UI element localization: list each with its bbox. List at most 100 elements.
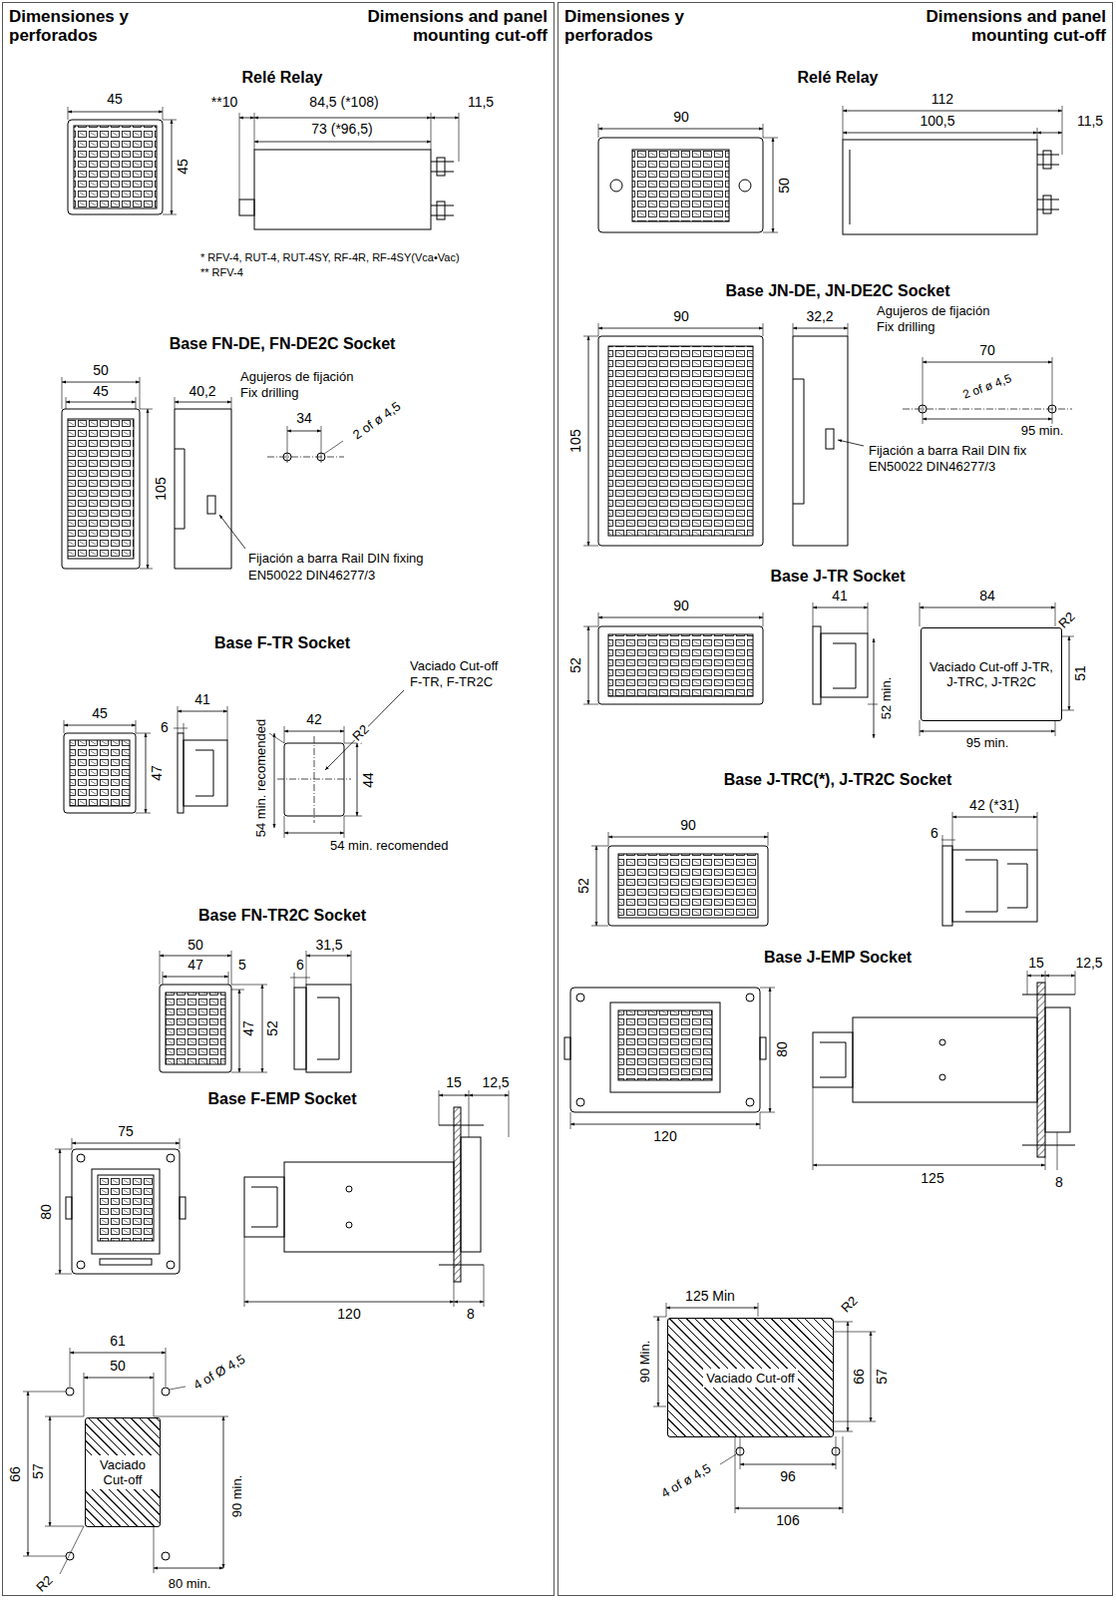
dimension-label: 15	[444, 1075, 463, 1091]
dimension-label: 45	[91, 383, 110, 399]
dimension-label: 47	[149, 763, 165, 782]
dimension-label: 73 (*96,5)	[310, 121, 373, 137]
relay-front-view	[598, 123, 778, 233]
section-title: Base FN-DE, FN-DE2C Socket	[168, 335, 397, 354]
dimension-label: 100,5	[918, 113, 956, 129]
section-title: Base F-TR Socket	[213, 634, 352, 653]
dimension-label: 125	[919, 1170, 945, 1186]
dimension-label: 47	[241, 1019, 257, 1038]
dimension-label: 50	[108, 1358, 127, 1374]
dimension-label: F-TR, F-TR2C	[408, 675, 494, 690]
dimension-label: 80	[774, 1040, 790, 1059]
dimension-label: 96	[778, 1469, 797, 1485]
dimension-label: 84	[978, 588, 997, 604]
fn-tr2c-socket	[159, 950, 352, 1073]
dimension-label: R2	[837, 1292, 861, 1316]
dimension-label: 90 Min.	[638, 1339, 653, 1385]
dimension-label: 34	[295, 410, 314, 426]
dimension-label: 47	[186, 957, 205, 973]
dimension-label: 105	[153, 475, 169, 501]
dimension-label: 57	[874, 1367, 890, 1386]
jn-de-socket	[583, 323, 1073, 546]
dimension-label: 54 min. recomended	[254, 718, 269, 839]
dimension-label: 6	[159, 720, 170, 736]
cutout-label: Vaciado Cut-off J-TR, J-TRC, J-TR2C	[921, 657, 1062, 692]
fn-de-socket	[61, 376, 345, 569]
dimension-label: 8	[465, 1306, 476, 1322]
dimension-label: 12,5	[480, 1075, 510, 1091]
dimension-label: 120	[652, 1128, 678, 1144]
dimension-label: 52	[568, 656, 584, 675]
dimension-label: 90	[672, 598, 691, 614]
dimension-label: 50	[776, 176, 792, 195]
dimension-label: 6	[929, 825, 940, 841]
dimension-label: **10	[210, 94, 239, 110]
dimension-label: 51	[1073, 664, 1089, 683]
dimension-label: 57	[30, 1462, 46, 1481]
dimension-label: 105	[568, 427, 584, 453]
footnote: * RFV-4, RUT-4, RUT-4SY, RF-4R, RF-4SY(V…	[199, 251, 461, 264]
dimension-label: Fix drilling	[875, 320, 937, 335]
section-title: Base F-EMP Socket	[206, 1090, 358, 1109]
relay-front-view	[67, 106, 177, 215]
panel-heading-es: Dimensiones y perforados	[8, 6, 149, 45]
dimension-label: Agujeros de fijación	[875, 304, 991, 319]
dimension-label: 90	[672, 109, 691, 125]
cutout-box: Vaciado Cut-off	[84, 1417, 161, 1527]
panel-heading-en: Dimensions and panel mounting cut-off	[896, 6, 1107, 45]
section-title: Relé Relay	[796, 68, 880, 87]
dimension-label: 8	[1054, 1174, 1065, 1190]
dimension-label: 2 of ø 4,5	[960, 372, 1015, 402]
dimension-label: 80 min.	[167, 1576, 213, 1591]
dimension-label: 112	[930, 91, 955, 107]
dimension-label: 44	[361, 770, 376, 789]
dimension-label: 11,5	[1076, 113, 1105, 129]
dimension-label: 41	[830, 588, 849, 604]
panel-heading-en: Dimensions and panel mounting cut-off	[338, 6, 548, 45]
dimension-label: 84,5 (*108)	[308, 94, 379, 110]
dimension-label: 66	[851, 1367, 867, 1386]
dimension-label: 95 min.	[965, 736, 1011, 750]
cutout-box: Vaciado Cut-off	[667, 1317, 834, 1438]
dimension-label: 125 Min	[684, 1288, 737, 1304]
dimension-label: 2 of ø 4,5	[350, 398, 405, 443]
j-emp-socket	[564, 970, 1076, 1513]
section-title: Base J-EMP Socket	[762, 948, 913, 967]
dimension-label: Fijación a barra Rail DIN fix	[867, 443, 1028, 458]
dimension-label: 45	[105, 91, 124, 107]
dimension-label: 6	[295, 957, 306, 973]
dimension-label: 50	[91, 363, 110, 378]
dimension-label: 42 (*31)	[968, 797, 1021, 813]
dimension-label: 61	[108, 1333, 127, 1349]
dimension-label: 11,5	[466, 94, 495, 110]
section-title: Base JN-DE, JN-DE2C Socket	[725, 282, 952, 301]
dimension-label: 90	[679, 817, 698, 833]
dimension-label: 32,2	[804, 309, 834, 325]
section-title: Relé Relay	[241, 68, 325, 87]
dimension-label: 75	[116, 1123, 135, 1139]
dimension-label: 95 min.	[1020, 423, 1066, 438]
dimension-label: 52	[576, 876, 592, 895]
dimension-label: Fijación a barra Rail DIN fixing	[247, 551, 425, 566]
j-tr-socket	[583, 602, 1075, 739]
dimension-label: 70	[978, 343, 997, 359]
dimension-label: R2	[1055, 608, 1079, 632]
dimension-label: R2	[349, 721, 372, 744]
dimension-label: 90 min.	[230, 1474, 245, 1519]
dimension-label: 12,5	[1074, 955, 1104, 971]
section-title: Base J-TR Socket	[768, 567, 906, 586]
dimension-label: Fix drilling	[239, 385, 301, 400]
dimension-label: 66	[7, 1465, 23, 1484]
dimension-label: 90	[672, 309, 691, 325]
j-trc-socket	[591, 811, 1038, 926]
footnote: ** RFV-4	[199, 266, 245, 279]
dimension-label: 41	[193, 692, 212, 708]
dimension-label: 40,2	[187, 383, 217, 399]
cutout-label: Vaciado Cut-off	[85, 1455, 160, 1489]
dimension-label: 31,5	[314, 937, 344, 953]
dimension-label: 52	[265, 1019, 281, 1038]
dimension-label: Agujeros de fijación	[239, 370, 355, 384]
